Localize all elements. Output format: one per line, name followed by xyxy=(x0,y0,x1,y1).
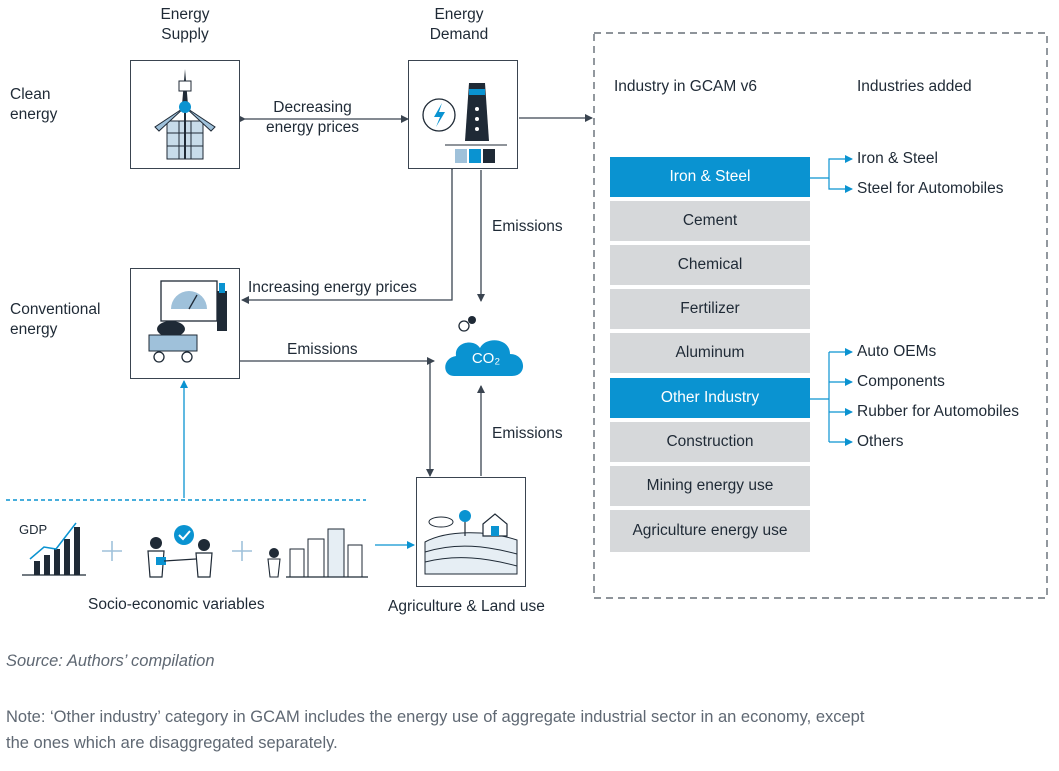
farm-landscape-icon xyxy=(424,510,518,575)
energy-demand-header: Energy Demand xyxy=(429,6,489,43)
cloud-icon xyxy=(445,316,524,376)
industry-row-cement: Cement xyxy=(610,201,810,241)
increasing-prices-label: Increasing energy prices xyxy=(248,279,417,296)
added-rubber-automobiles: Rubber for Automobiles xyxy=(857,403,1019,420)
wind-solar-icon xyxy=(154,69,216,160)
agriculture-label: Agriculture & Land use xyxy=(388,598,545,615)
industry-gcam-header: Industry in GCAM v6 xyxy=(614,78,757,95)
city-icon xyxy=(267,528,368,578)
clean-energy-box xyxy=(130,60,240,169)
industry-row-chemical: Chemical xyxy=(610,245,810,285)
note-line-1: Note: ‘Other industry’ category in GCAM … xyxy=(6,708,865,726)
added-components: Components xyxy=(857,373,945,390)
industry-row-construction: Construction xyxy=(610,422,810,462)
socio-economic-label: Socio-economic variables xyxy=(88,596,265,613)
conventional-energy-box xyxy=(130,268,240,379)
emissions-agriculture-label: Emissions xyxy=(492,425,563,442)
industry-row-fertilizer: Fertilizer xyxy=(610,289,810,329)
emissions-conventional-label: Emissions xyxy=(287,341,358,358)
note-line-2: the ones which are disaggregated separat… xyxy=(6,734,338,752)
conventional-energy-label: Conventional energy xyxy=(10,301,101,338)
branch-iron-1 xyxy=(810,155,853,179)
co2-cloud: CO₂ xyxy=(440,314,532,384)
plus-icon-1 xyxy=(102,541,122,561)
co2-label: CO₂ xyxy=(471,350,501,367)
added-auto-oems: Auto OEMs xyxy=(857,343,937,360)
source-text: Source: Authors’ compilation xyxy=(6,652,215,670)
industry-row-aluminum: Aluminum xyxy=(610,333,810,373)
added-steel-automobiles: Steel for Automobiles xyxy=(857,180,1004,197)
emissions-demand-label: Emissions xyxy=(492,218,563,235)
branch-iron-2 xyxy=(828,178,853,193)
arrow-price-increase xyxy=(241,163,456,304)
gdp-label: GDP xyxy=(19,522,48,537)
energy-supply-header: Energy Supply xyxy=(160,6,210,43)
added-others: Others xyxy=(857,433,904,450)
clean-energy-label: Clean energy xyxy=(10,86,58,123)
agriculture-box xyxy=(416,477,526,587)
gdp-chart-icon xyxy=(22,522,86,576)
power-plant-icon xyxy=(422,83,507,163)
industry-row-other-industry: Other Industry xyxy=(610,378,810,418)
industry-row-mining: Mining energy use xyxy=(610,466,810,506)
socio-economic-icons xyxy=(22,522,368,578)
industries-added-header: Industries added xyxy=(857,78,972,95)
added-iron-steel: Iron & Steel xyxy=(857,150,938,167)
decreasing-prices-label: Decreasing energy prices xyxy=(265,99,360,136)
industry-row-iron-steel: Iron & Steel xyxy=(610,157,810,197)
plus-icon-2 xyxy=(232,541,252,561)
industry-row-agriculture: Agriculture energy use xyxy=(610,510,810,552)
handshake-icon xyxy=(147,525,213,578)
industry-panel-border xyxy=(593,32,1048,599)
energy-demand-box xyxy=(408,60,518,169)
fuel-mining-icon xyxy=(148,280,227,363)
